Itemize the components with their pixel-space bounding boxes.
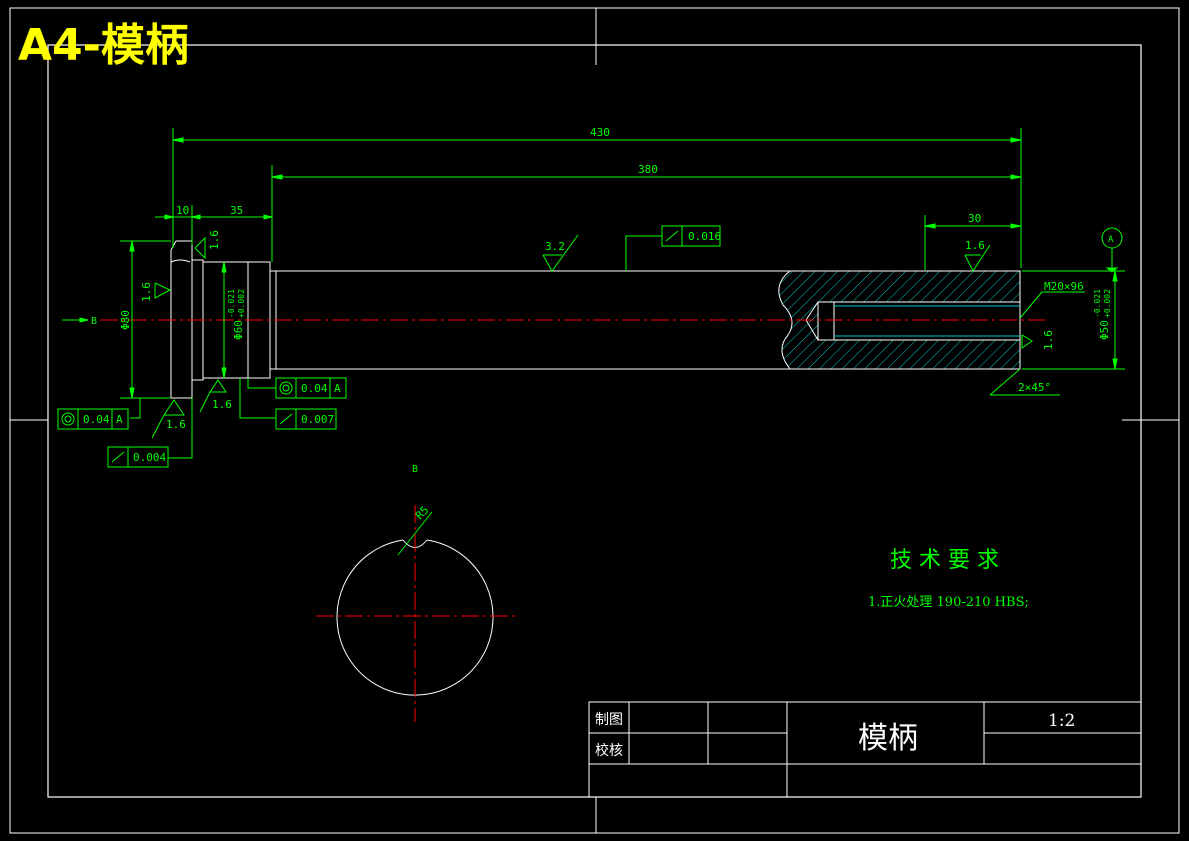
tech-req-heading: 技 术 要 求	[890, 548, 999, 573]
dim-380: 380	[638, 163, 658, 176]
dim-thread: M20×96	[1044, 280, 1084, 293]
section-view	[316, 505, 516, 722]
tolerance-frames	[57, 225, 1123, 468]
roughness-body: 3.2	[545, 240, 565, 253]
roughness-end-top: 1.6	[965, 239, 985, 252]
dim-chamfer: 2×45°	[1018, 381, 1051, 394]
roughness-collar-bottom: 1.6	[166, 418, 186, 431]
dim-35: 35	[230, 204, 243, 217]
dim-phi50-tol-lower: +0.002	[1103, 289, 1112, 318]
roughness-collar-top: 1.6	[208, 230, 221, 250]
sheet-title: A4-模柄	[18, 20, 189, 71]
datum-label: A	[1108, 235, 1114, 245]
tol-neck-cyl: 0.007	[301, 413, 334, 426]
tech-req-item: 1.正火处理 190-210 HBS;	[868, 595, 1029, 610]
part-name: 模柄	[858, 721, 918, 756]
section-label: B	[412, 464, 418, 475]
cylindricity-icons	[111, 230, 679, 463]
checked-label: 校核	[595, 742, 623, 759]
roughness-symbols	[151, 234, 1033, 439]
tol-neck-coax: 0.04	[301, 382, 328, 395]
dim-30: 30	[968, 212, 981, 225]
roughness-collar-left: 1.6	[140, 282, 153, 302]
dimension-lines	[62, 128, 1125, 459]
drawn-label: 制图	[595, 712, 623, 728]
tol-collar-cyl: 0.004	[133, 451, 166, 464]
dim-430: 430	[590, 126, 610, 139]
center-marks	[10, 8, 1179, 833]
dim-phi60-tol-lower: +0.002	[237, 289, 246, 318]
title-block	[588, 701, 1142, 798]
tol-collar-datum: A	[116, 413, 123, 426]
scale: 1:2	[1048, 711, 1075, 731]
section-arrow-label: B	[91, 316, 97, 327]
tol-neck-datum: A	[334, 382, 341, 395]
dim-phi50: Φ50	[1098, 320, 1111, 340]
tol-body-cyl: 0.016	[688, 230, 721, 243]
dim-phi80: Φ80	[119, 310, 132, 330]
dim-phi60: Φ60	[232, 320, 245, 340]
roughness-end-face: 1.6	[1042, 330, 1055, 350]
tol-collar-coax: 0.04	[83, 413, 110, 426]
section-hatch	[778, 270, 1021, 370]
dim-phi50-tol-upper: -0.021	[1093, 289, 1102, 318]
roughness-neck-bottom: 1.6	[212, 398, 232, 411]
dim-key: R5	[413, 504, 432, 523]
dim-10: 10	[176, 204, 189, 217]
inner-frame	[47, 44, 1142, 798]
dim-phi60-tol-upper: -0.021	[227, 289, 236, 318]
